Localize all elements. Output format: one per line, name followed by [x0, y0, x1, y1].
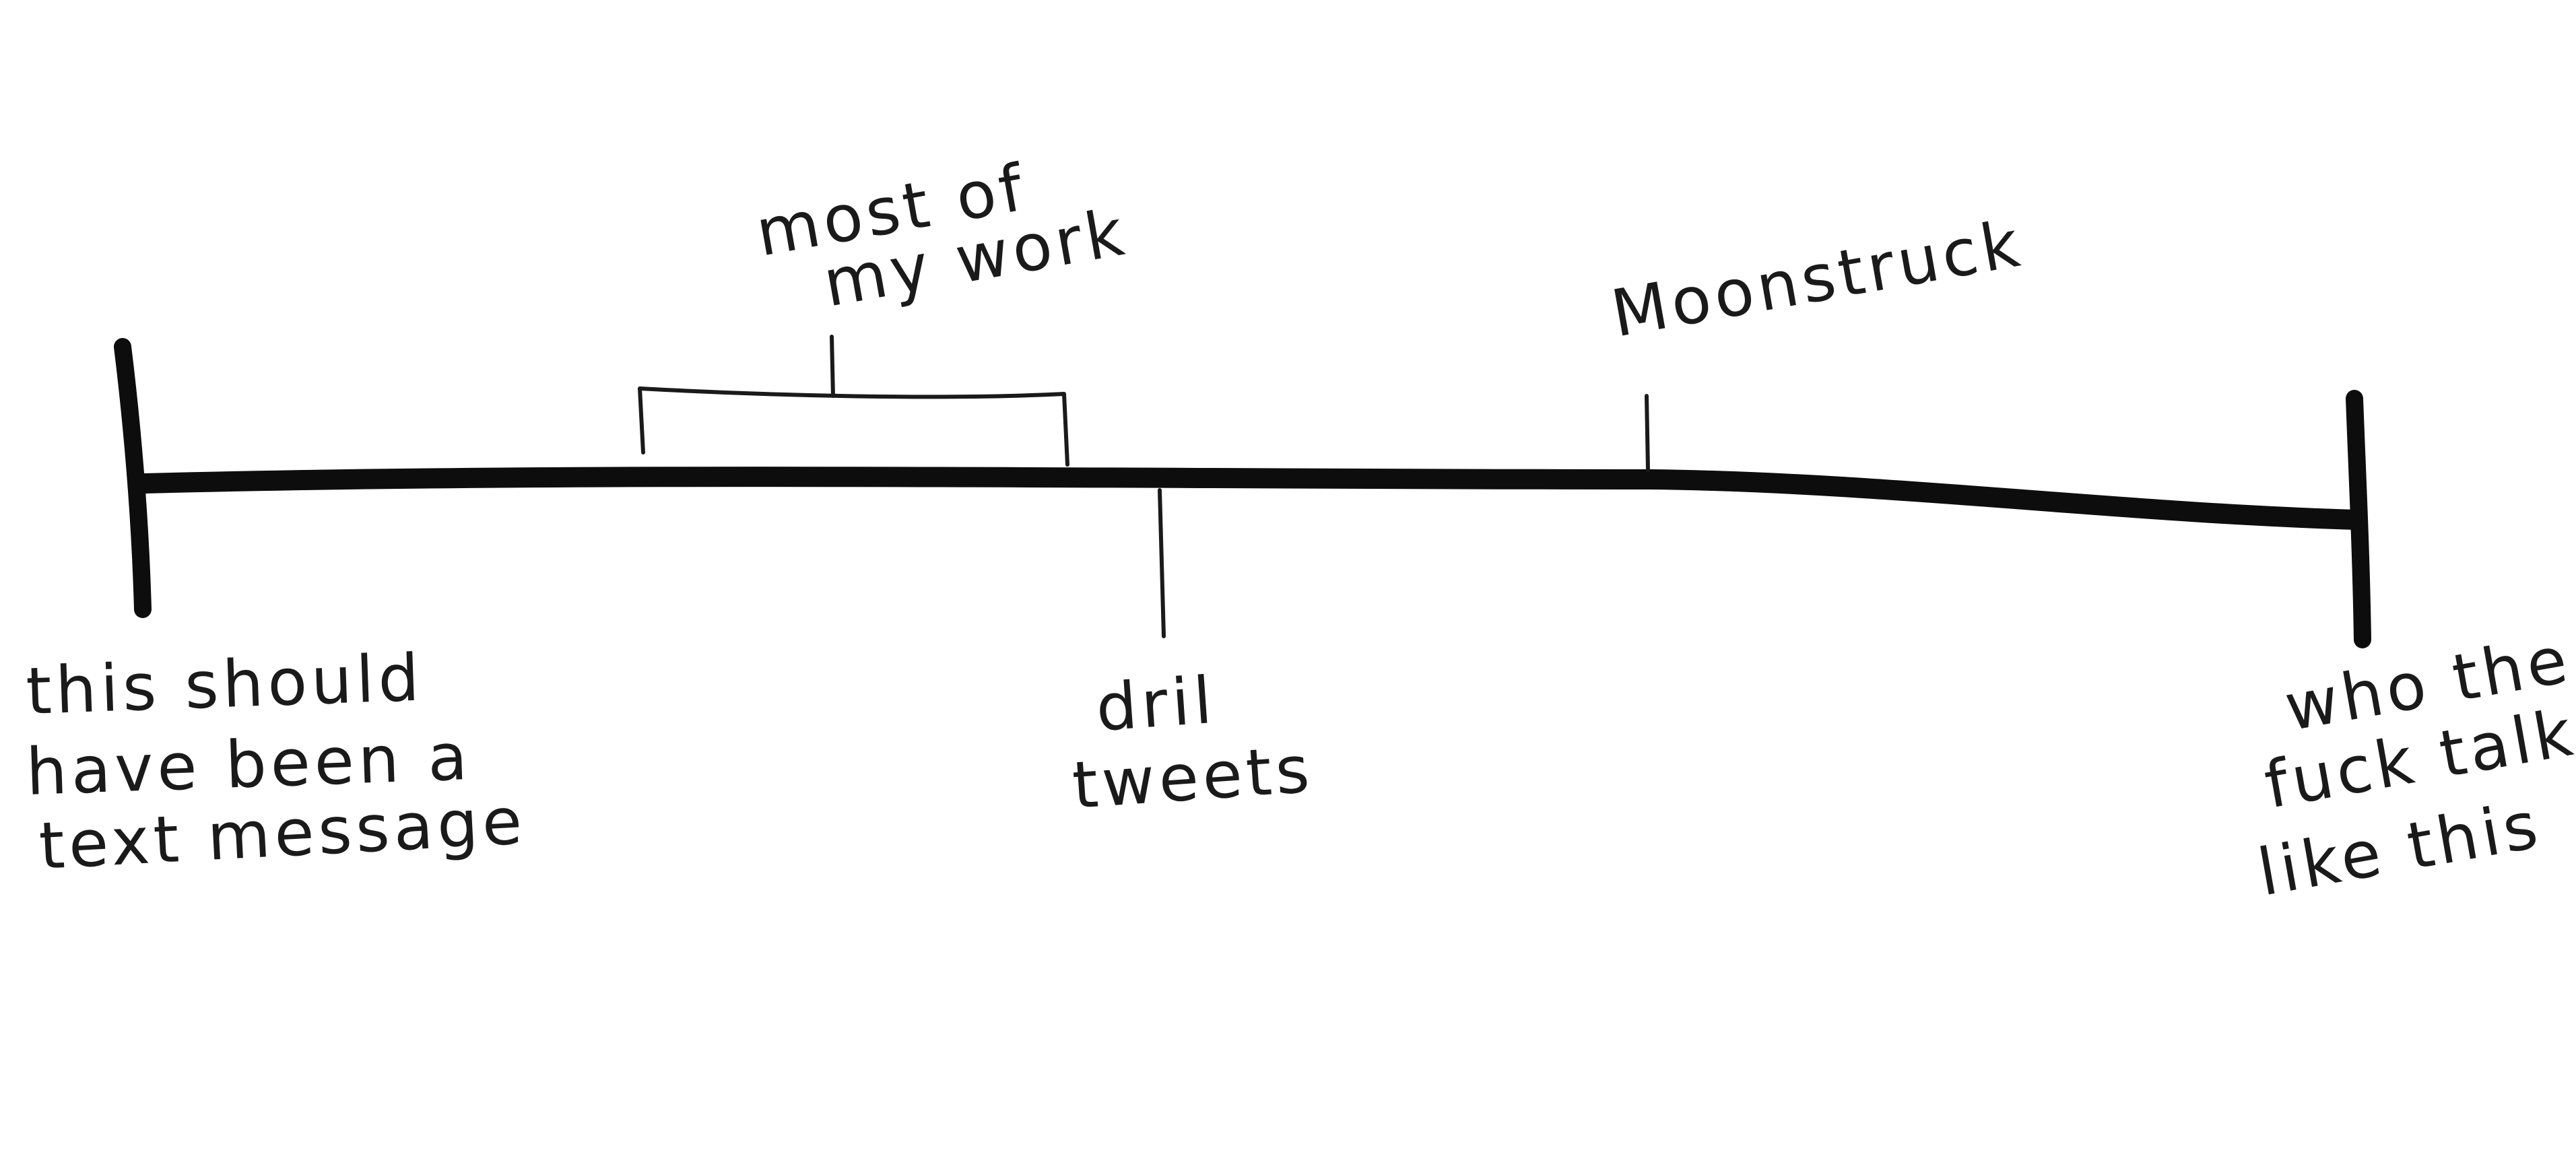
svg-text:dril: dril — [1094, 663, 1218, 746]
svg-text:Moonstruck: Moonstruck — [1606, 205, 2029, 352]
right-end-tick — [2346, 390, 2371, 648]
svg-text:this should: this should — [25, 640, 424, 729]
right-end-label: who the fuck talks like this — [2253, 621, 2576, 911]
left-end-label: this should have been a text message — [25, 640, 528, 883]
most-of-my-work-label: most of my work — [751, 149, 1133, 322]
svg-text:have been a: have been a — [25, 719, 473, 810]
dril-tweets-tick — [1158, 488, 1166, 638]
left-end-tick — [114, 338, 152, 618]
moonstruck-line-1: Moonstruck — [1606, 205, 2029, 352]
svg-text:tweets: tweets — [1070, 731, 1316, 823]
left-label-line-1: this should — [25, 640, 424, 729]
most-of-my-work-bracket — [638, 335, 1069, 467]
moonstruck-label: Moonstruck — [1606, 205, 2029, 352]
spectrum-line — [135, 467, 2367, 530]
dril-tweets-line-2: tweets — [1070, 731, 1316, 823]
dril-tweets-line-1: dril — [1094, 663, 1218, 746]
moonstruck-tick — [1645, 394, 1650, 472]
left-label-line-2: have been a — [25, 719, 473, 810]
dril-tweets-label: dril tweets — [1070, 663, 1316, 823]
